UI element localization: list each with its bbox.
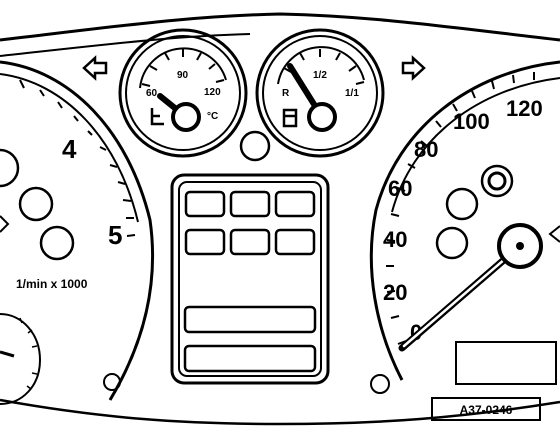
fuel-gauge-dial: [262, 35, 378, 151]
coolant-temperature-icon: [150, 108, 164, 126]
warning-lamp: [480, 164, 514, 198]
turn-signal-left-icon: [82, 55, 108, 81]
warning-lamp: [435, 226, 469, 260]
speedometer-label-20: 20: [383, 280, 407, 305]
odometer-display-window: [455, 341, 557, 385]
speedometer-bezel: [369, 60, 560, 381]
temperature-unit-label: °C: [207, 111, 218, 122]
temperature-needle-hub: [171, 102, 201, 132]
temperature-gauge: 60 90 120 °C: [118, 28, 248, 158]
cluster-housing-inner-outline: [0, 33, 251, 57]
warning-lamp-inner: [487, 171, 507, 191]
display-window-upper: [183, 305, 317, 334]
speedometer-label-60: 60: [388, 176, 412, 201]
center-panel-inner: [178, 181, 322, 377]
speedometer-needle-core: [402, 244, 522, 348]
figure-reference-box: A37-0246: [431, 397, 541, 421]
warning-lamp: [239, 130, 271, 162]
indicator-lamp: [184, 190, 226, 218]
center-panel-outer: [170, 173, 330, 385]
tachometer-label-4: 4: [62, 134, 77, 164]
indicator-lamp: [184, 228, 226, 256]
indicator-lamp: [274, 190, 316, 218]
speedometer-ticks: [386, 72, 535, 345]
warning-lamp: [18, 186, 54, 222]
indicator-lamp: [229, 228, 271, 256]
speedometer-label-40: 40: [383, 227, 407, 252]
display-window-lower: [183, 344, 317, 373]
temperature-label-60: 60: [146, 88, 158, 99]
tachometer-label-5: 5: [108, 220, 122, 250]
warning-lamp: [0, 148, 20, 188]
fuel-label-reserve: R: [282, 88, 290, 99]
indicator-lamp-grid: [184, 190, 316, 256]
figure-reference-code: A37-0246: [460, 403, 513, 417]
tachometer-bezel-inner: [0, 73, 139, 223]
figure-reference-frame: [431, 397, 541, 421]
fuel-gauge: R 1/2 1/1: [255, 28, 385, 158]
turn-signal-right-icon: [401, 55, 426, 81]
indicator-lamp: [274, 228, 316, 256]
reset-knob: [103, 373, 121, 391]
tachometer-unit-label: 1/min x 1000: [16, 277, 88, 291]
temperature-scale-arc: [139, 47, 227, 89]
fuel-needle-hub: [307, 102, 337, 132]
clock-subdial: [0, 313, 42, 405]
fuel-label-full: 1/1: [345, 88, 359, 99]
fuel-gauge-bezel: [255, 28, 385, 158]
center-display-panel: [170, 173, 330, 385]
fuel-scale-arc: [277, 46, 365, 85]
tachometer-warning-lamps: [0, 148, 75, 261]
cluster-housing-outline: [0, 12, 560, 42]
speedometer-needle-hub-center: [516, 242, 524, 250]
temperature-label-90: 90: [177, 70, 189, 81]
speedometer: 0 20 40 60 80 100 120: [369, 60, 560, 385]
fuel-label-half: 1/2: [313, 70, 327, 81]
temperature-gauge-bezel: [118, 28, 248, 158]
speedometer-label-100: 100: [453, 109, 490, 134]
speedometer-warning-lamps: [435, 164, 560, 260]
warning-lamp: [445, 187, 479, 221]
cluster-housing-bottom-outline: [0, 398, 560, 426]
turn-arrow-right-icon: [548, 225, 560, 243]
reset-knob: [370, 374, 390, 394]
turn-arrow-left-icon: [0, 215, 10, 233]
clock-hand: [0, 350, 15, 358]
warning-lamp: [39, 225, 75, 261]
clock-subdial-rim: [0, 313, 42, 405]
temperature-label-120: 120: [204, 87, 221, 98]
speedometer-label-120: 120: [506, 96, 543, 121]
fuel-pump-icon: [282, 108, 298, 128]
speedometer-bezel-inner: [391, 77, 560, 213]
temperature-gauge-dial: [125, 35, 241, 151]
speedometer-label-80: 80: [414, 137, 438, 162]
indicator-lamp: [229, 190, 271, 218]
tachometer: 4 5 1/min x 1000: [0, 60, 155, 405]
tachometer-bezel: [0, 60, 155, 401]
tachometer-ticks: [19, 79, 136, 237]
